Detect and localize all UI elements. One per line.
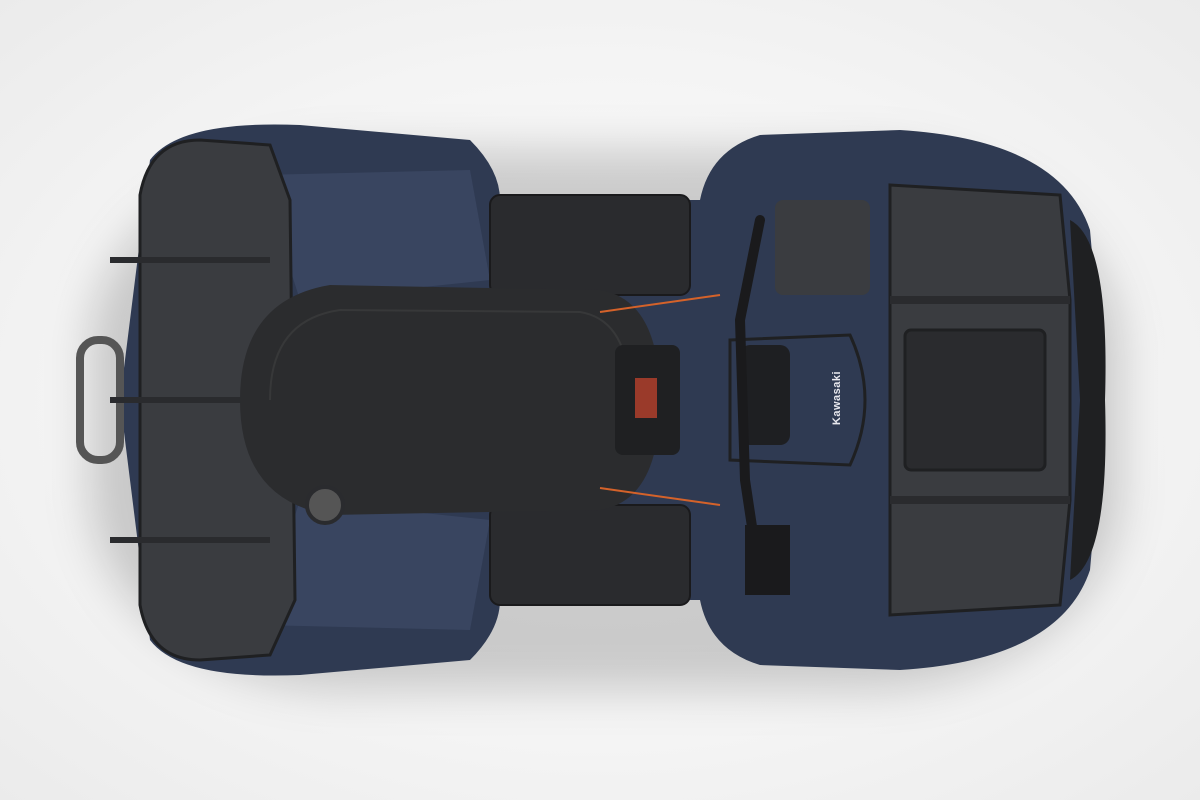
- rear-rack: [76, 138, 297, 662]
- seat: [240, 285, 660, 515]
- brand-logo: Kawasaki: [831, 370, 844, 426]
- front-rack: [888, 183, 1072, 617]
- footrests: [489, 194, 691, 606]
